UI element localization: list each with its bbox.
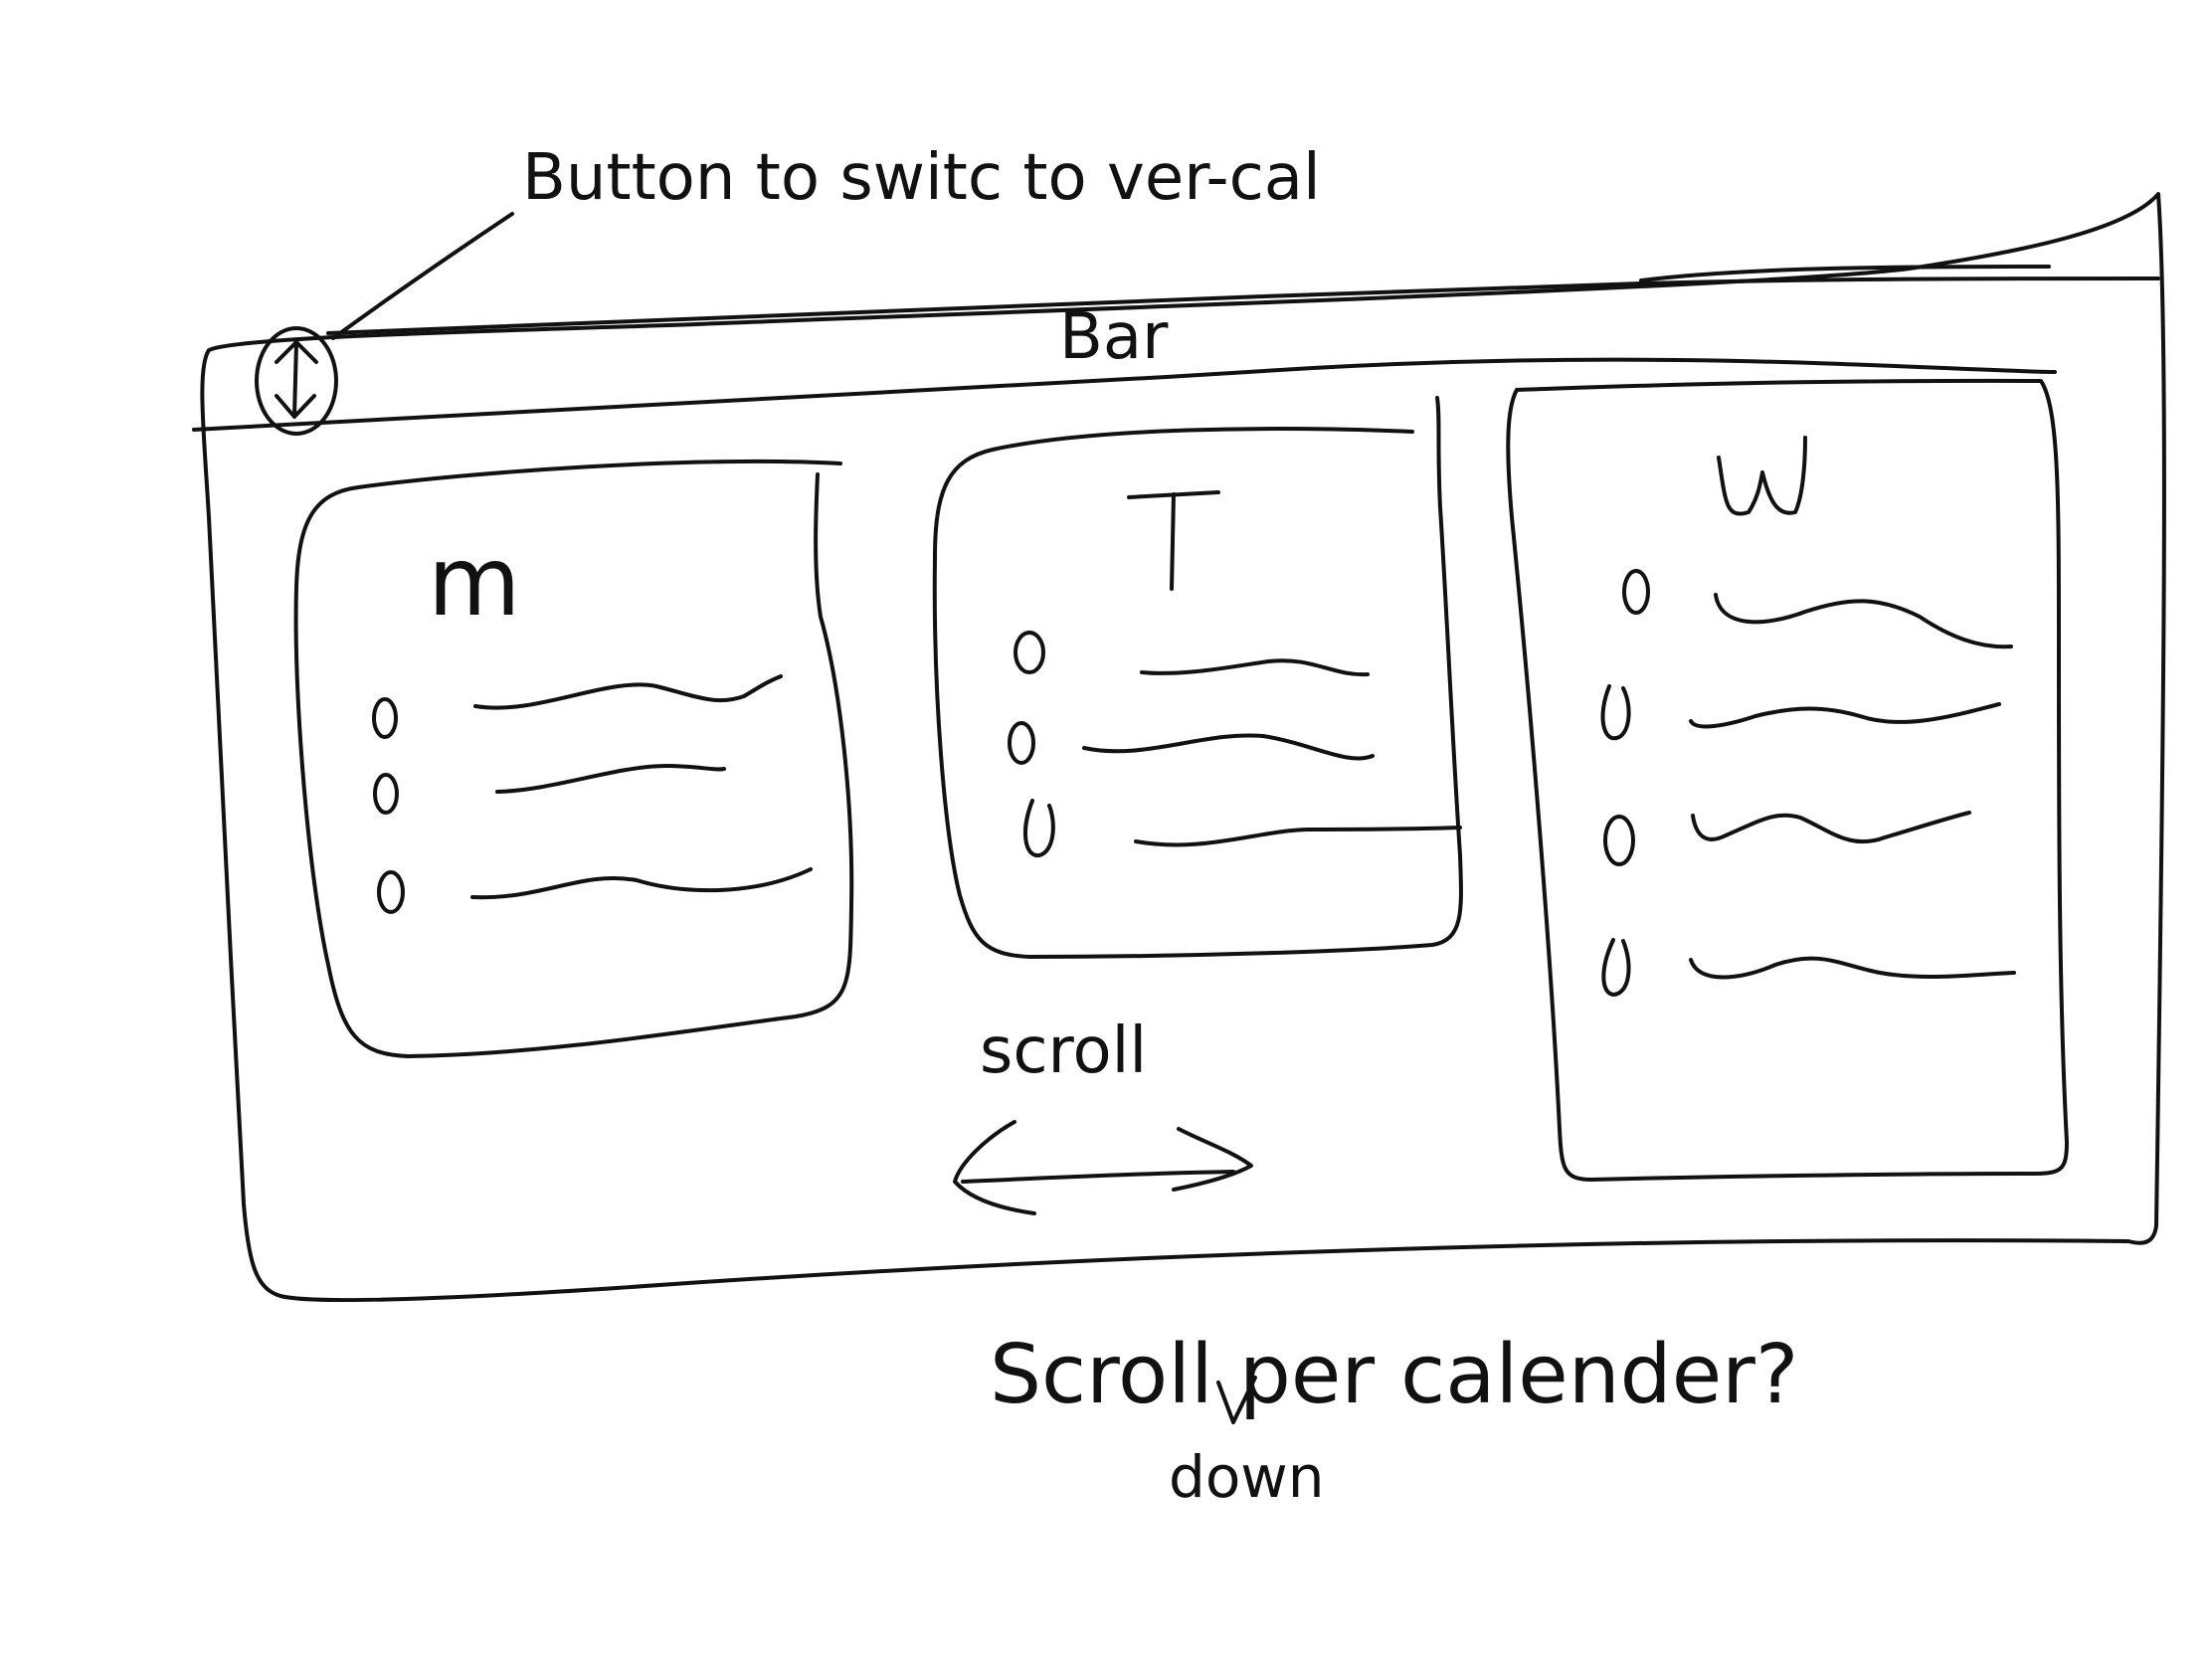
- task-line: [1140, 658, 1370, 677]
- task-checkbox[interactable]: [1014, 631, 1045, 674]
- monday-item-2[interactable]: [373, 764, 726, 815]
- wednesday-item-3[interactable]: [1603, 811, 1971, 866]
- tuesday-title-t: [1127, 490, 1220, 591]
- day-card-tuesday[interactable]: T: [932, 396, 1463, 959]
- tuesday-item-2[interactable]: [1008, 721, 1375, 765]
- scroll-label: scroll: [980, 1014, 1147, 1088]
- task-line: [1689, 702, 2001, 729]
- switch-button-circle[interactable]: [255, 326, 338, 436]
- task-checkbox[interactable]: [372, 697, 398, 739]
- wednesday-item-2[interactable]: [1600, 684, 2001, 741]
- day-card-monday[interactable]: m: [293, 459, 854, 1058]
- task-line: [1082, 733, 1375, 761]
- task-checkbox[interactable]: [1622, 569, 1650, 615]
- task-checkbox[interactable]: [1601, 938, 1631, 997]
- tuesday-item-1[interactable]: [1014, 631, 1370, 677]
- task-line: [1691, 811, 1971, 844]
- wednesday-item-4[interactable]: [1601, 938, 2016, 997]
- left-right-arrow-icon: [953, 1120, 1253, 1215]
- task-line: [1689, 956, 2016, 980]
- tuesday-card-border: [932, 396, 1463, 959]
- calendar-down-annotation: down: [1169, 1443, 1325, 1511]
- task-checkbox[interactable]: [1603, 815, 1635, 866]
- task-checkbox[interactable]: [373, 773, 399, 815]
- task-line: [495, 764, 726, 794]
- task-line: [473, 674, 783, 710]
- top-bar-edge-line: [1639, 265, 2051, 282]
- top-bar-top-line: [326, 276, 2160, 335]
- task-line: [1134, 826, 1462, 847]
- wednesday-card-border: [1506, 378, 2069, 1182]
- up-down-arrow-icon: [275, 340, 318, 419]
- vertical-toggle-annotation: Button to switc to ver-cal: [522, 141, 1321, 215]
- task-checkbox[interactable]: [1023, 799, 1055, 857]
- task-checkbox[interactable]: [1008, 721, 1035, 765]
- task-line: [1714, 593, 2013, 649]
- monday-card-border: [293, 459, 854, 1058]
- caret-mark: [1216, 1376, 1257, 1424]
- app-bar-title: Bar: [1059, 300, 1169, 374]
- switch-vertical-button[interactable]: [255, 326, 338, 436]
- task-line: [470, 867, 813, 900]
- wednesday-title-w: [1717, 436, 1807, 516]
- top-bar-bottom-line: [192, 357, 2057, 432]
- task-checkbox[interactable]: [377, 870, 405, 914]
- day-card-wednesday[interactable]: W: [1506, 378, 2069, 1182]
- annotation-leader-line: [331, 212, 514, 340]
- tuesday-item-3[interactable]: [1023, 799, 1462, 857]
- task-checkbox[interactable]: [1600, 684, 1631, 741]
- calendar-scroll-annotation: Scroll per calender?: [990, 1328, 1798, 1422]
- monday-label: m: [428, 526, 521, 638]
- wednesday-item-1[interactable]: [1622, 569, 2013, 649]
- monday-item-3[interactable]: [377, 867, 813, 914]
- monday-item-1[interactable]: [372, 674, 783, 739]
- app-window-frame: [200, 192, 2166, 1302]
- horizontal-scroll-hint: scroll: [953, 1014, 1253, 1215]
